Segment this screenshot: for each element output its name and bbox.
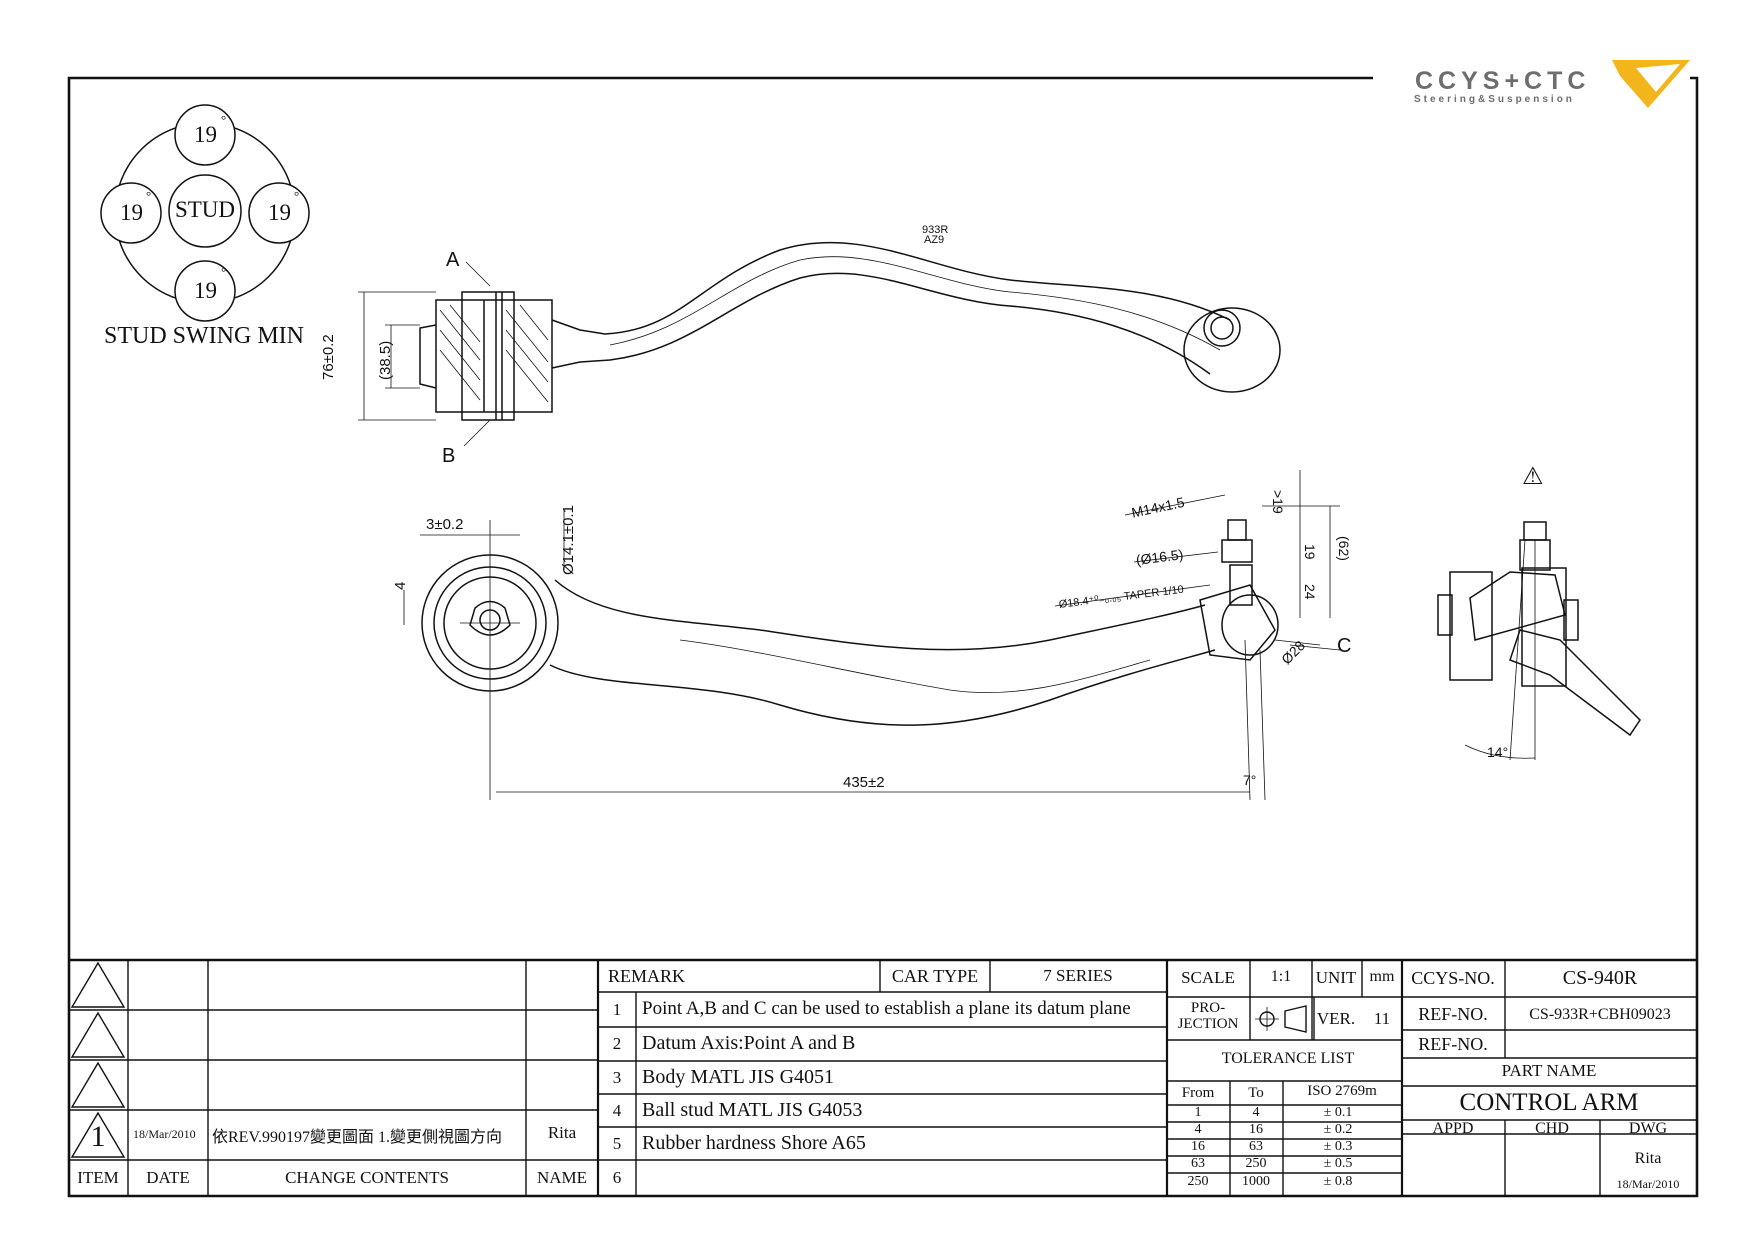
swing-left-deg: ° xyxy=(146,188,152,203)
swing-caption: STUD SWING MIN xyxy=(104,323,304,349)
ref-no-2-label: REF-NO. xyxy=(1418,1034,1488,1054)
tolerance-to: 250 xyxy=(1245,1156,1267,1171)
drawing-date: 18/Mar/2010 xyxy=(1616,1177,1680,1191)
scale-label: SCALE xyxy=(1181,968,1235,987)
angle-7: 7° xyxy=(1243,772,1257,788)
remark-number: 2 xyxy=(612,1034,622,1053)
dim-62: (62) xyxy=(1336,536,1352,561)
header-name: NAME xyxy=(536,1168,588,1187)
tolerance-to: 1000 xyxy=(1242,1174,1270,1189)
logo-tagline: Steering&Suspension xyxy=(1414,94,1575,105)
remark-text: Rubber hardness Shore A65 xyxy=(642,1132,866,1154)
tolerance-from: 16 xyxy=(1191,1139,1205,1154)
ref-no-label: REF-NO. xyxy=(1418,1004,1488,1024)
part-name-value: CONTROL ARM xyxy=(1459,1089,1639,1116)
title-block-grid xyxy=(69,960,1697,1196)
dwg-label: DWG xyxy=(1628,1120,1668,1137)
drawer-name: Rita xyxy=(1634,1150,1662,1167)
dim-length: 435±2 xyxy=(843,774,885,791)
remark-number: 5 xyxy=(612,1134,622,1153)
logo-mark xyxy=(1612,60,1690,108)
tolerance-to: 4 xyxy=(1252,1105,1260,1120)
projection-label: JECTION xyxy=(1177,1016,1239,1032)
tolerance-title: TOLERANCE LIST xyxy=(1221,1050,1355,1067)
swing-top-deg: ° xyxy=(221,112,227,127)
part-mark-2: AZ9 xyxy=(924,234,945,246)
tolerance-value: ± 0.5 xyxy=(1323,1156,1353,1171)
appd-label: APPD xyxy=(1432,1120,1474,1137)
swing-right-deg: ° xyxy=(294,188,300,203)
tolerance-std-header: ISO 2769m xyxy=(1307,1083,1377,1099)
tolerance-value: ± 0.1 xyxy=(1323,1105,1353,1120)
tolerance-from-header: From xyxy=(1181,1085,1215,1101)
version-value: 11 xyxy=(1373,1009,1391,1028)
swing-diagram xyxy=(100,104,310,322)
header-date: DATE xyxy=(146,1168,190,1187)
dim-bore: Ø14.1±0.1 xyxy=(560,505,577,575)
point-a-label: A xyxy=(446,249,460,271)
remark-text: Ball stud MATL JIS G4053 xyxy=(642,1099,863,1121)
tolerance-from: 4 xyxy=(1194,1122,1202,1137)
ref-no-value: CS-933R+CBH09023 xyxy=(1529,1006,1671,1023)
projection-label: PRO- xyxy=(1190,1000,1226,1016)
tolerance-value: ± 0.3 xyxy=(1323,1139,1353,1154)
drawing-border xyxy=(67,76,1699,1198)
remark-text: Datum Axis:Point A and B xyxy=(642,1032,856,1054)
tolerance-to: 63 xyxy=(1249,1139,1263,1154)
remark-number: 1 xyxy=(612,1000,622,1019)
logo-brand: CCYS+CTC xyxy=(1415,67,1591,95)
header-change-contents: CHANGE CONTENTS xyxy=(285,1168,449,1187)
scale-value: 1:1 xyxy=(1270,968,1292,985)
part-name-label: PART NAME xyxy=(1501,1061,1597,1080)
swing-bottom-deg: ° xyxy=(221,264,227,279)
revision-item: 1 xyxy=(90,1120,106,1153)
tolerance-value: ± 0.8 xyxy=(1323,1174,1353,1189)
swing-right-value: 19 xyxy=(268,200,291,225)
tolerance-from: 63 xyxy=(1191,1156,1205,1171)
dim-inner: (38.5) xyxy=(377,340,394,380)
swing-left-value: 19 xyxy=(120,200,143,225)
remark-text: Body MATL JIS G4051 xyxy=(642,1066,835,1088)
car-type-value: 7 SERIES xyxy=(1043,966,1113,985)
dim-24: 24 xyxy=(1302,584,1318,600)
revision-name: Rita xyxy=(547,1123,577,1142)
version-label: VER. xyxy=(1316,1009,1356,1028)
remark-number: 4 xyxy=(612,1101,622,1120)
tolerance-from: 250 xyxy=(1187,1174,1209,1189)
remark-title: REMARK xyxy=(608,966,686,986)
unit-value: mm xyxy=(1369,968,1395,985)
tolerance-value: ± 0.2 xyxy=(1323,1122,1353,1137)
dim-19-min: >19 xyxy=(1270,490,1286,514)
tolerance-to-header: To xyxy=(1248,1085,1264,1101)
dim-thickness: 3±0.2 xyxy=(426,516,464,533)
remark-text: Point A,B and C can be used to establish… xyxy=(642,998,1131,1019)
tolerance-to: 16 xyxy=(1249,1122,1263,1137)
chd-label: CHD xyxy=(1535,1120,1569,1137)
remark-number: 3 xyxy=(612,1068,622,1087)
warning-icon: ⚠ xyxy=(1522,463,1544,490)
side-view xyxy=(1437,521,1641,761)
swing-top-value: 19 xyxy=(194,122,217,147)
swing-center-label: STUD xyxy=(174,197,236,222)
car-type-label: CAR TYPE xyxy=(891,966,979,986)
ccys-no-label: CCYS-NO. xyxy=(1411,968,1495,988)
point-c-label: C xyxy=(1337,635,1352,657)
unit-label: UNIT xyxy=(1315,968,1357,987)
part-mark-1: 933R xyxy=(922,224,949,236)
ccys-no-value: CS-940R xyxy=(1562,967,1638,989)
top-view xyxy=(358,241,1281,447)
tolerance-from: 1 xyxy=(1194,1105,1202,1120)
dim-19: 19 xyxy=(1302,544,1318,560)
revision-content: 依REV.990197變更圖面 1.變更側視圖方向 xyxy=(212,1129,502,1146)
dim-4: 4 xyxy=(392,581,409,590)
header-item: ITEM xyxy=(77,1168,119,1187)
remark-number: 6 xyxy=(612,1168,622,1187)
angle-14: 14° xyxy=(1487,744,1509,760)
swing-bottom-value: 19 xyxy=(194,278,217,303)
front-view xyxy=(403,470,1341,801)
point-b-label: B xyxy=(442,445,456,467)
revision-date: 18/Mar/2010 xyxy=(133,1127,196,1141)
dim-height: 76±0.2 xyxy=(320,334,337,380)
